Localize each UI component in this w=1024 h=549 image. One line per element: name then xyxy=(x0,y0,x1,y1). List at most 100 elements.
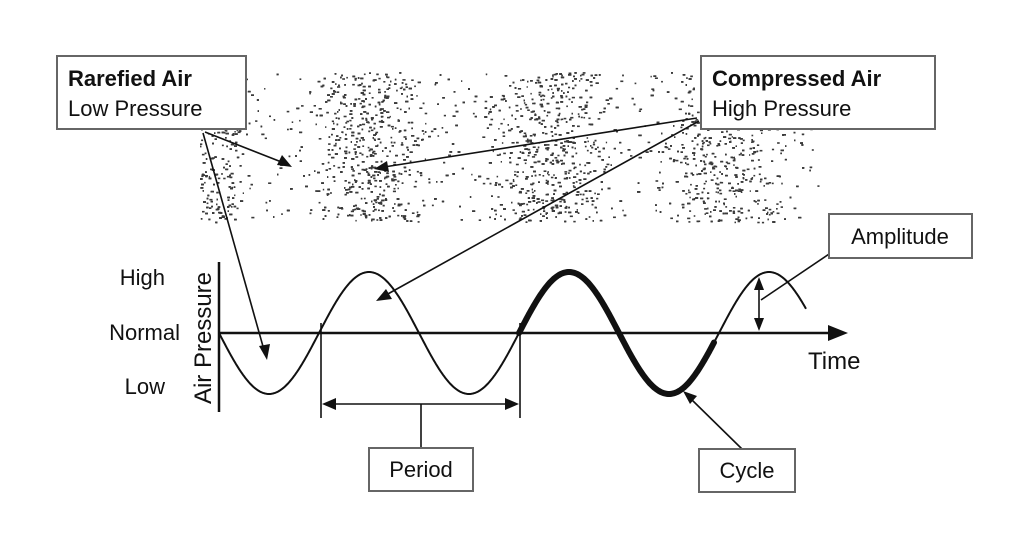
air-particle xyxy=(369,183,372,185)
air-particle xyxy=(718,144,721,147)
air-particle xyxy=(665,146,669,149)
air-particle xyxy=(712,166,715,169)
air-particle xyxy=(342,95,345,98)
air-particle xyxy=(313,105,316,107)
air-particle xyxy=(392,207,394,209)
air-particle xyxy=(227,206,230,208)
air-particle xyxy=(368,130,371,133)
air-particle xyxy=(569,118,572,121)
air-particle xyxy=(399,108,402,111)
air-particle xyxy=(754,201,757,203)
air-particle xyxy=(523,145,527,147)
air-particle xyxy=(236,156,240,159)
air-particle xyxy=(603,168,606,171)
air-particle xyxy=(214,132,216,134)
air-particle xyxy=(344,187,346,189)
air-particle xyxy=(690,172,693,175)
air-particle xyxy=(256,99,259,101)
air-particle xyxy=(204,152,207,155)
air-particle xyxy=(442,97,445,99)
air-particle xyxy=(535,151,538,153)
air-particle xyxy=(572,137,575,139)
air-particle xyxy=(588,190,592,192)
air-particle xyxy=(403,218,407,220)
air-particle xyxy=(546,114,549,117)
air-particle xyxy=(562,148,564,150)
air-particle xyxy=(498,128,500,130)
air-particle xyxy=(431,204,434,207)
air-particle xyxy=(512,179,515,181)
air-particle xyxy=(365,216,368,219)
air-particle xyxy=(498,109,501,112)
air-particle xyxy=(599,111,603,114)
air-particle xyxy=(572,87,575,90)
air-particle xyxy=(520,108,522,110)
air-particle xyxy=(703,202,706,204)
air-particle xyxy=(504,75,508,77)
air-particle xyxy=(411,135,415,137)
air-particle xyxy=(704,163,707,166)
air-particle xyxy=(688,191,691,194)
air-particle xyxy=(527,148,531,151)
air-particle xyxy=(734,174,738,176)
air-particle xyxy=(231,182,235,184)
air-particle xyxy=(200,145,202,148)
air-particle xyxy=(563,148,566,150)
air-particle xyxy=(335,142,337,145)
air-particle xyxy=(296,107,300,110)
air-particle xyxy=(323,77,326,80)
air-particle xyxy=(420,174,423,177)
air-particle xyxy=(583,116,586,119)
air-particle xyxy=(691,98,693,101)
air-particle xyxy=(584,164,587,167)
air-particle xyxy=(318,138,322,140)
air-particle xyxy=(374,179,378,182)
air-particle xyxy=(379,180,382,182)
air-particle xyxy=(594,139,597,142)
air-particle xyxy=(229,148,232,150)
air-particle xyxy=(740,190,742,193)
air-particle xyxy=(239,165,242,167)
air-particle xyxy=(725,161,728,164)
air-particle xyxy=(745,179,748,181)
air-particle xyxy=(407,202,410,205)
air-particle xyxy=(521,210,525,213)
air-particle xyxy=(737,216,740,219)
air-particle xyxy=(393,187,396,190)
air-particle xyxy=(369,155,372,157)
air-particle xyxy=(611,207,613,210)
air-particle xyxy=(234,218,237,221)
air-particle xyxy=(227,210,229,212)
air-particle xyxy=(661,80,663,83)
air-particle xyxy=(560,101,564,103)
air-particle xyxy=(416,211,419,214)
air-particle xyxy=(469,196,472,198)
air-particle xyxy=(330,87,333,90)
air-particle xyxy=(206,202,209,205)
air-particle xyxy=(346,192,349,194)
air-particle xyxy=(521,215,523,217)
air-particle xyxy=(359,139,361,142)
air-particle xyxy=(308,174,311,176)
air-particle xyxy=(584,112,588,114)
air-particle xyxy=(687,202,691,205)
air-particle xyxy=(525,140,528,142)
air-particle xyxy=(710,220,713,223)
air-particle xyxy=(443,114,446,117)
air-particle xyxy=(548,174,550,176)
air-particle xyxy=(339,207,342,209)
air-particle xyxy=(555,73,558,75)
air-particle xyxy=(579,96,583,99)
air-particle xyxy=(451,143,455,145)
air-particle xyxy=(732,207,736,209)
air-particle xyxy=(514,118,517,120)
air-particle xyxy=(580,74,582,77)
air-particle xyxy=(809,169,811,172)
air-particle xyxy=(652,89,655,92)
air-particle xyxy=(522,79,525,81)
air-particle xyxy=(533,170,536,173)
air-particle xyxy=(674,136,676,138)
air-particle xyxy=(602,111,606,113)
air-particle xyxy=(371,218,375,221)
